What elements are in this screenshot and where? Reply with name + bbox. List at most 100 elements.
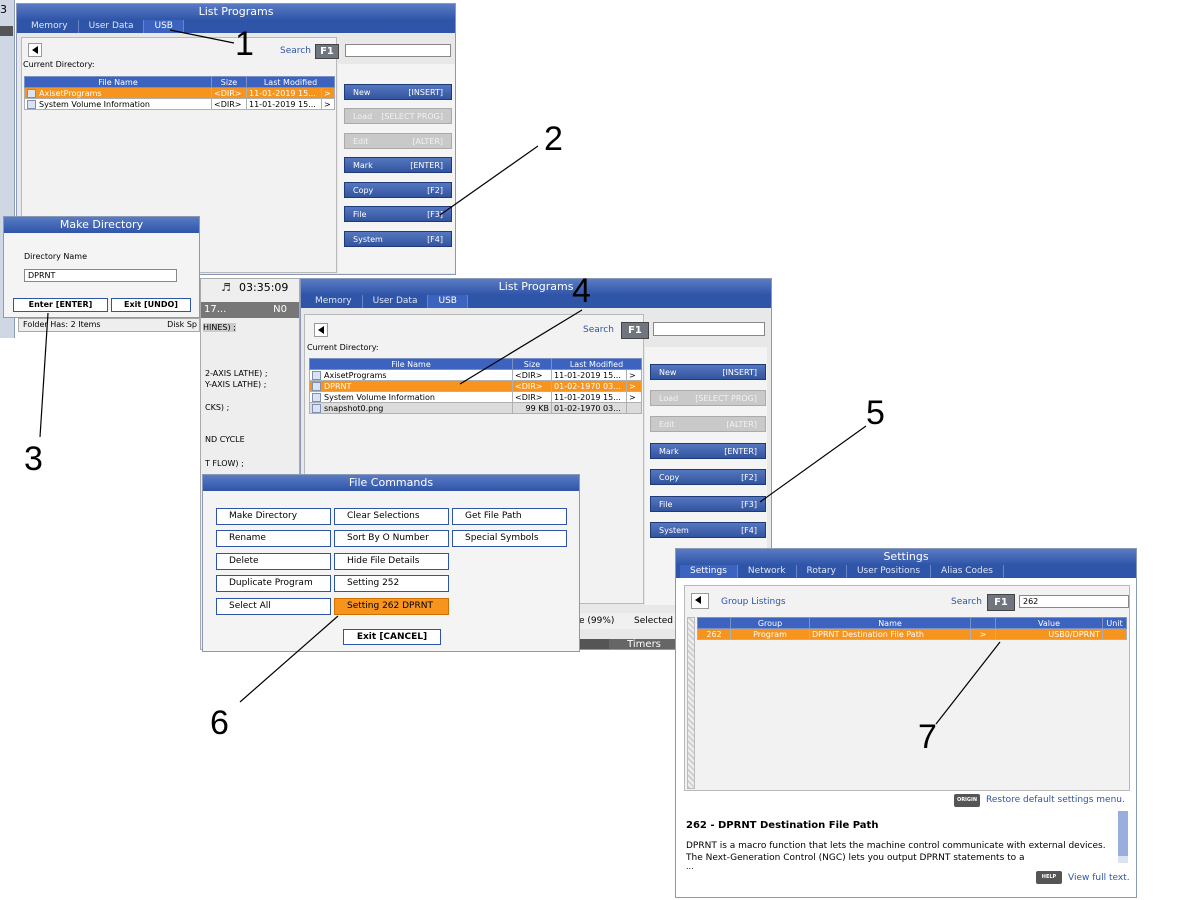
window-title: List Programs: [301, 279, 771, 295]
search-input[interactable]: 262: [1019, 595, 1129, 608]
select-all-button[interactable]: Select All: [216, 598, 331, 615]
settings-scrollbar[interactable]: [687, 617, 695, 789]
search-input[interactable]: [345, 44, 451, 57]
description-title: 262 - DPRNT Destination File Path: [686, 820, 879, 831]
table-row[interactable]: snapshot0.png 99 KB 01-02-1970 03...: [309, 402, 642, 414]
callout-line-4: [459, 309, 583, 385]
tab-user-positions[interactable]: User Positions: [847, 565, 932, 578]
restore-defaults-link[interactable]: Restore default settings menu.: [986, 795, 1125, 805]
tab-usb[interactable]: USB: [428, 295, 468, 308]
tab-user-data[interactable]: User Data: [363, 295, 429, 308]
callout-line-7: [935, 641, 1001, 725]
sort-by-o-number-button[interactable]: Sort By O Number: [334, 530, 449, 547]
f1-key-icon[interactable]: F1: [987, 594, 1015, 611]
file-button[interactable]: File[F3]: [650, 496, 766, 512]
checkbox[interactable]: [27, 99, 36, 109]
program-line: HINES) ;: [203, 323, 236, 332]
directory-name-label: Directory Name: [24, 252, 88, 261]
search-label: Search: [280, 46, 311, 56]
setting-262-dprnt-button[interactable]: Setting 262 DPRNT: [334, 598, 449, 615]
program-line: 2-AXIS LATHE) ;: [205, 369, 268, 378]
mark-button[interactable]: Mark[ENTER]: [344, 157, 452, 173]
back-arrow-icon[interactable]: [28, 43, 42, 57]
exit-cancel-button[interactable]: Exit [CANCEL]: [343, 629, 441, 645]
new-button[interactable]: New[INSERT]: [344, 84, 452, 100]
dialog-title: File Commands: [203, 475, 579, 491]
table-row[interactable]: 262 Program DPRNT Destination File Path …: [697, 628, 1127, 640]
tab-network[interactable]: Network: [738, 565, 797, 578]
callout-number-7: 7: [918, 718, 937, 756]
back-arrow-icon[interactable]: [691, 593, 709, 609]
f1-key-icon[interactable]: F1: [315, 44, 339, 59]
table-row[interactable]: System Volume Information <DIR> 11-01-20…: [309, 391, 642, 403]
checkbox[interactable]: [312, 370, 321, 380]
tab-memory[interactable]: Memory: [21, 20, 79, 33]
get-file-path-button[interactable]: Get File Path: [452, 508, 567, 525]
system-button[interactable]: System[F4]: [344, 231, 452, 247]
callout-number-1: 1: [235, 25, 254, 63]
callout-number-5: 5: [866, 394, 885, 432]
hide-file-details-button[interactable]: Hide File Details: [334, 553, 449, 570]
left-edge-char: 3: [0, 3, 7, 16]
edit-button[interactable]: Edit[ALTER]: [650, 416, 766, 432]
tab-settings[interactable]: Settings: [680, 565, 738, 578]
program-header: 17... N0: [201, 302, 299, 318]
table-row[interactable]: System Volume Information <DIR> 11-01-20…: [24, 98, 335, 110]
description-scroll-thumb[interactable]: [1118, 811, 1128, 856]
clock-time: 03:35:09: [239, 281, 289, 294]
copy-button[interactable]: Copy[F2]: [344, 182, 452, 198]
tab-alias-codes[interactable]: Alias Codes: [931, 565, 1004, 578]
load-button[interactable]: Load[SELECT PROG]: [650, 390, 766, 406]
clear-selections-button[interactable]: Clear Selections: [334, 508, 449, 525]
tab-usb[interactable]: USB: [144, 20, 184, 33]
folder-status-bar: Folder Has: 2 Items Disk Sp: [18, 318, 200, 332]
edit-button[interactable]: Edit[ALTER]: [344, 133, 452, 149]
origin-key-icon[interactable]: ORIGIN: [954, 794, 980, 807]
tab-bar: Settings Network Rotary User Positions A…: [676, 565, 1136, 578]
callout-line-2: [439, 145, 539, 216]
tab-bar: Memory User Data USB: [301, 295, 771, 308]
f1-key-icon[interactable]: F1: [621, 322, 649, 339]
exit-undo-button[interactable]: Exit [UNDO]: [111, 298, 191, 312]
search-input[interactable]: [653, 322, 765, 336]
checkbox[interactable]: [312, 381, 321, 391]
file-button[interactable]: File[F3]: [344, 206, 452, 222]
load-button[interactable]: Load[SELECT PROG]: [344, 108, 452, 124]
search-label: Search: [951, 597, 982, 607]
tab-timers[interactable]: Timers: [609, 639, 679, 649]
help-key-icon[interactable]: HELP: [1036, 871, 1062, 884]
checkbox[interactable]: [312, 403, 321, 413]
setting-252-button[interactable]: Setting 252: [334, 575, 449, 592]
make-directory-button[interactable]: Make Directory: [216, 508, 331, 525]
tab-user-data[interactable]: User Data: [79, 20, 145, 33]
new-button[interactable]: New[INSERT]: [650, 364, 766, 380]
program-line: Y-AXIS LATHE) ;: [205, 380, 267, 389]
checkbox[interactable]: [312, 392, 321, 402]
program-line: CKS) ;: [205, 403, 230, 412]
make-directory-dialog: Make Directory Directory Name DPRNT Ente…: [3, 216, 200, 318]
system-button[interactable]: System[F4]: [650, 522, 766, 538]
copy-button[interactable]: Copy[F2]: [650, 469, 766, 485]
enter-button[interactable]: Enter [ENTER]: [13, 298, 108, 312]
tab-memory[interactable]: Memory: [305, 295, 363, 308]
mark-button[interactable]: Mark[ENTER]: [650, 443, 766, 459]
status-selected: Selected: [634, 616, 674, 626]
program-line: ND CYCLE: [205, 435, 245, 444]
checkbox[interactable]: [27, 88, 36, 98]
file-commands-dialog: File Commands Make Directory Rename Dele…: [202, 474, 580, 652]
view-full-text-link[interactable]: View full text.: [1068, 873, 1130, 883]
left-edge-bar: [0, 26, 13, 36]
duplicate-program-button[interactable]: Duplicate Program: [216, 575, 331, 592]
alarm-icon: ♬: [221, 281, 231, 294]
delete-button[interactable]: Delete: [216, 553, 331, 570]
current-directory-label: Current Directory:: [307, 343, 379, 352]
tab-rotary[interactable]: Rotary: [797, 565, 847, 578]
group-listings-link[interactable]: Group Listings: [721, 597, 786, 607]
settings-window: Settings Settings Network Rotary User Po…: [675, 548, 1137, 898]
back-arrow-icon[interactable]: [314, 323, 328, 337]
special-symbols-button[interactable]: Special Symbols: [452, 530, 567, 547]
window-title: List Programs: [17, 4, 455, 20]
rename-button[interactable]: Rename: [216, 530, 331, 547]
directory-name-input[interactable]: DPRNT: [24, 269, 177, 282]
callout-number-3: 3: [24, 440, 43, 478]
